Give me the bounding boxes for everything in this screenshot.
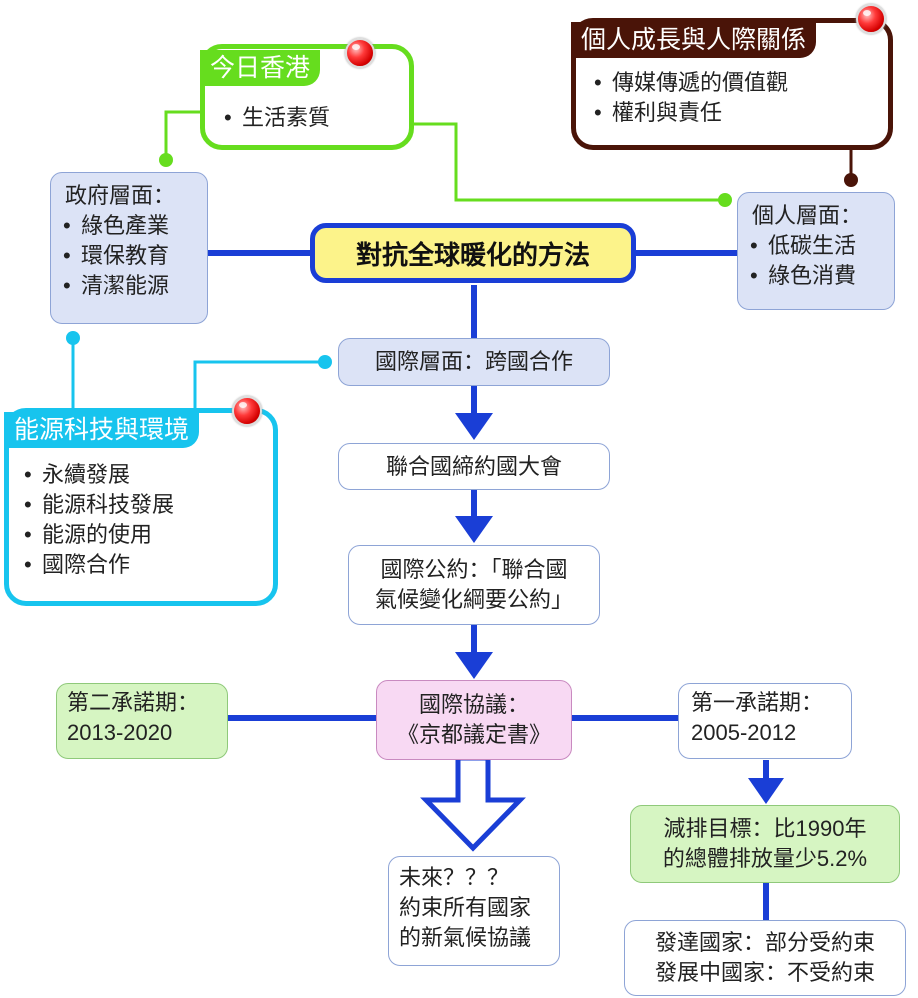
- target-node: 減排目標：比1990年 的總體排放量少5.2%: [630, 805, 900, 883]
- second-period-line1: 第二承諾期：: [67, 690, 200, 715]
- theme-energy-list: 永續發展 能源科技發展 能源的使用 國際合作: [22, 460, 174, 580]
- target-line1: 減排目標：比1990年: [663, 816, 867, 841]
- personal-node: 個人層面： 低碳生活 綠色消費: [737, 192, 895, 310]
- theme-hongkong-list: 生活素質: [222, 103, 330, 133]
- future-line3: 的新氣候協議: [399, 925, 532, 950]
- arrow-to-protocol: [455, 652, 493, 679]
- list-item: 國際合作: [22, 550, 174, 580]
- red-dot-icon: [232, 396, 262, 426]
- hollow-arrow-to-future: [420, 755, 526, 852]
- cyan-connector-international: [193, 360, 325, 410]
- list-item: 永續發展: [22, 460, 174, 490]
- future-line1: 未來？？？: [399, 865, 510, 890]
- un-assembly-node: 聯合國締約國大會: [338, 443, 610, 490]
- green-connector-hk-gov: [164, 110, 205, 160]
- first-period-line1: 第一承諾期：: [691, 690, 824, 715]
- convention-line2: 氣候變化綱要公約」: [374, 587, 573, 612]
- list-item: 傳媒傳遞的價值觀: [592, 68, 788, 98]
- list-item: 能源科技發展: [22, 490, 174, 520]
- government-list: 綠色產業 環保教育 清潔能源: [61, 211, 197, 301]
- countries-node: 發達國家：部分受約束 發展中國家：不受約束: [624, 920, 906, 996]
- protocol-line2: 《京都議定書》: [396, 722, 551, 747]
- second-period-node: 第二承諾期： 2013-2020: [56, 683, 228, 759]
- arrow-to-un: [455, 413, 493, 440]
- list-item: 能源的使用: [22, 520, 174, 550]
- red-dot-icon: [345, 38, 375, 68]
- list-item: 低碳生活: [748, 231, 884, 261]
- countries-line2: 發展中國家：不受約束: [654, 960, 875, 985]
- second-period-line2: 2013-2020: [67, 720, 173, 745]
- government-node: 政府層面： 綠色產業 環保教育 清潔能源: [50, 172, 208, 324]
- arrow-to-convention: [455, 516, 493, 543]
- list-item: 綠色產業: [61, 211, 197, 241]
- arrow-to-target: [748, 778, 784, 804]
- list-item: 環保教育: [61, 241, 197, 271]
- theme-growth-list: 傳媒傳遞的價值觀 權利與責任: [592, 68, 788, 128]
- list-item: 綠色消費: [748, 261, 884, 291]
- international-node: 國際層面：跨國合作: [338, 338, 610, 386]
- theme-hongkong-title: 今日香港: [200, 50, 321, 86]
- protocol-node: 國際協議： 《京都議定書》: [376, 680, 572, 760]
- theme-growth-title: 個人成長與人際關係: [571, 22, 817, 58]
- countries-line1: 發達國家：部分受約束: [654, 930, 875, 955]
- personal-heading: 個人層面：: [752, 203, 863, 228]
- red-dot-icon: [856, 4, 886, 34]
- convention-line1: 國際公約：「聯合國: [380, 557, 568, 582]
- list-item: 生活素質: [222, 103, 330, 133]
- convention-node: 國際公約：「聯合國 氣候變化綱要公約」: [348, 545, 600, 625]
- future-line2: 約束所有國家: [399, 895, 532, 920]
- green-connector-hk-personal: [414, 122, 725, 202]
- personal-list: 低碳生活 綠色消費: [748, 231, 884, 291]
- list-item: 清潔能源: [61, 271, 197, 301]
- list-item: 權利與責任: [592, 98, 788, 128]
- target-line2: 的總體排放量少5.2%: [662, 846, 868, 871]
- first-period-line2: 2005-2012: [691, 720, 797, 745]
- central-title: 對抗全球暖化的方法: [310, 223, 636, 283]
- future-node: 未來？？？ 約束所有國家 的新氣候協議: [388, 856, 560, 966]
- protocol-line1: 國際協議：: [418, 692, 529, 717]
- first-period-node: 第一承諾期： 2005-2012: [678, 683, 852, 759]
- government-heading: 政府層面：: [65, 183, 176, 208]
- theme-energy-title: 能源科技與環境: [4, 412, 200, 448]
